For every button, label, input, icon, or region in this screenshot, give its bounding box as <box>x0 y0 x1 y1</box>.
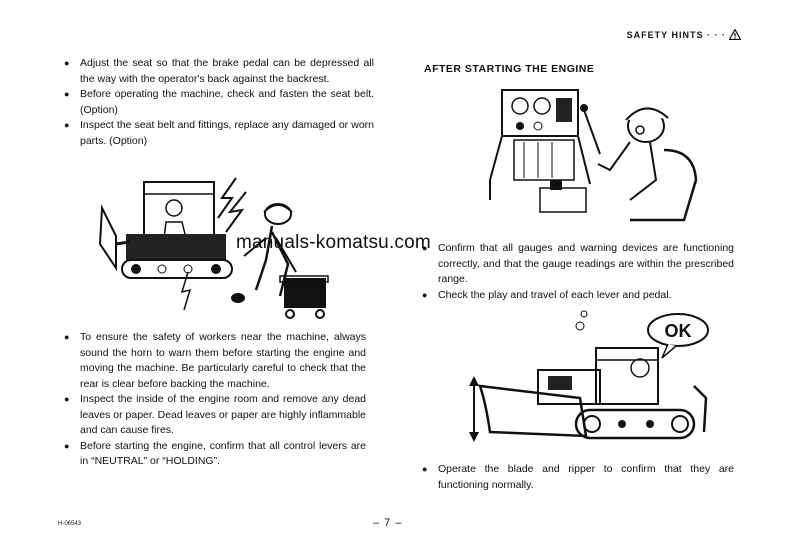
section-title: AFTER STARTING THE ENGINE <box>424 63 595 75</box>
page-number: – 7 – <box>373 517 403 529</box>
bulldozer-ok-illustration: OK <box>469 310 709 442</box>
list-item: To ensure the safety of workers near the… <box>62 330 366 392</box>
list-item: Operate the blade and ripper to confirm … <box>420 462 734 493</box>
bulldozer-worker-illustration <box>98 177 329 319</box>
watermark: manuals-komatsu.com <box>236 232 431 253</box>
right-bottom-list: Operate the blade and ripper to confirm … <box>420 462 734 493</box>
warning-triangle-icon <box>729 29 741 40</box>
header: SAFETY HINTS · · · <box>627 29 741 40</box>
list-item: Inspect the seat belt and fittings, repl… <box>62 118 374 149</box>
list-item: Inspect the inside of the engine room an… <box>62 392 366 439</box>
operator-gauges-illustration <box>489 89 698 222</box>
list-item: Confirm that all gauges and warning devi… <box>420 241 734 288</box>
left-bottom-list: To ensure the safety of workers near the… <box>62 330 366 470</box>
list-item: Adjust the seat so that the brake pedal … <box>62 56 374 87</box>
document-code: H-06543 <box>58 521 82 527</box>
list-item: Before operating the machine, check and … <box>62 87 374 118</box>
list-item: Before starting the engine, confirm that… <box>62 439 366 470</box>
right-mid-list: Confirm that all gauges and warning devi… <box>420 241 734 303</box>
header-text: SAFETY HINTS · · · <box>626 29 726 40</box>
left-top-list: Adjust the seat so that the brake pedal … <box>62 56 374 149</box>
list-item: Check the play and travel of each lever … <box>420 288 734 304</box>
ok-bubble-text: OK <box>665 321 692 341</box>
